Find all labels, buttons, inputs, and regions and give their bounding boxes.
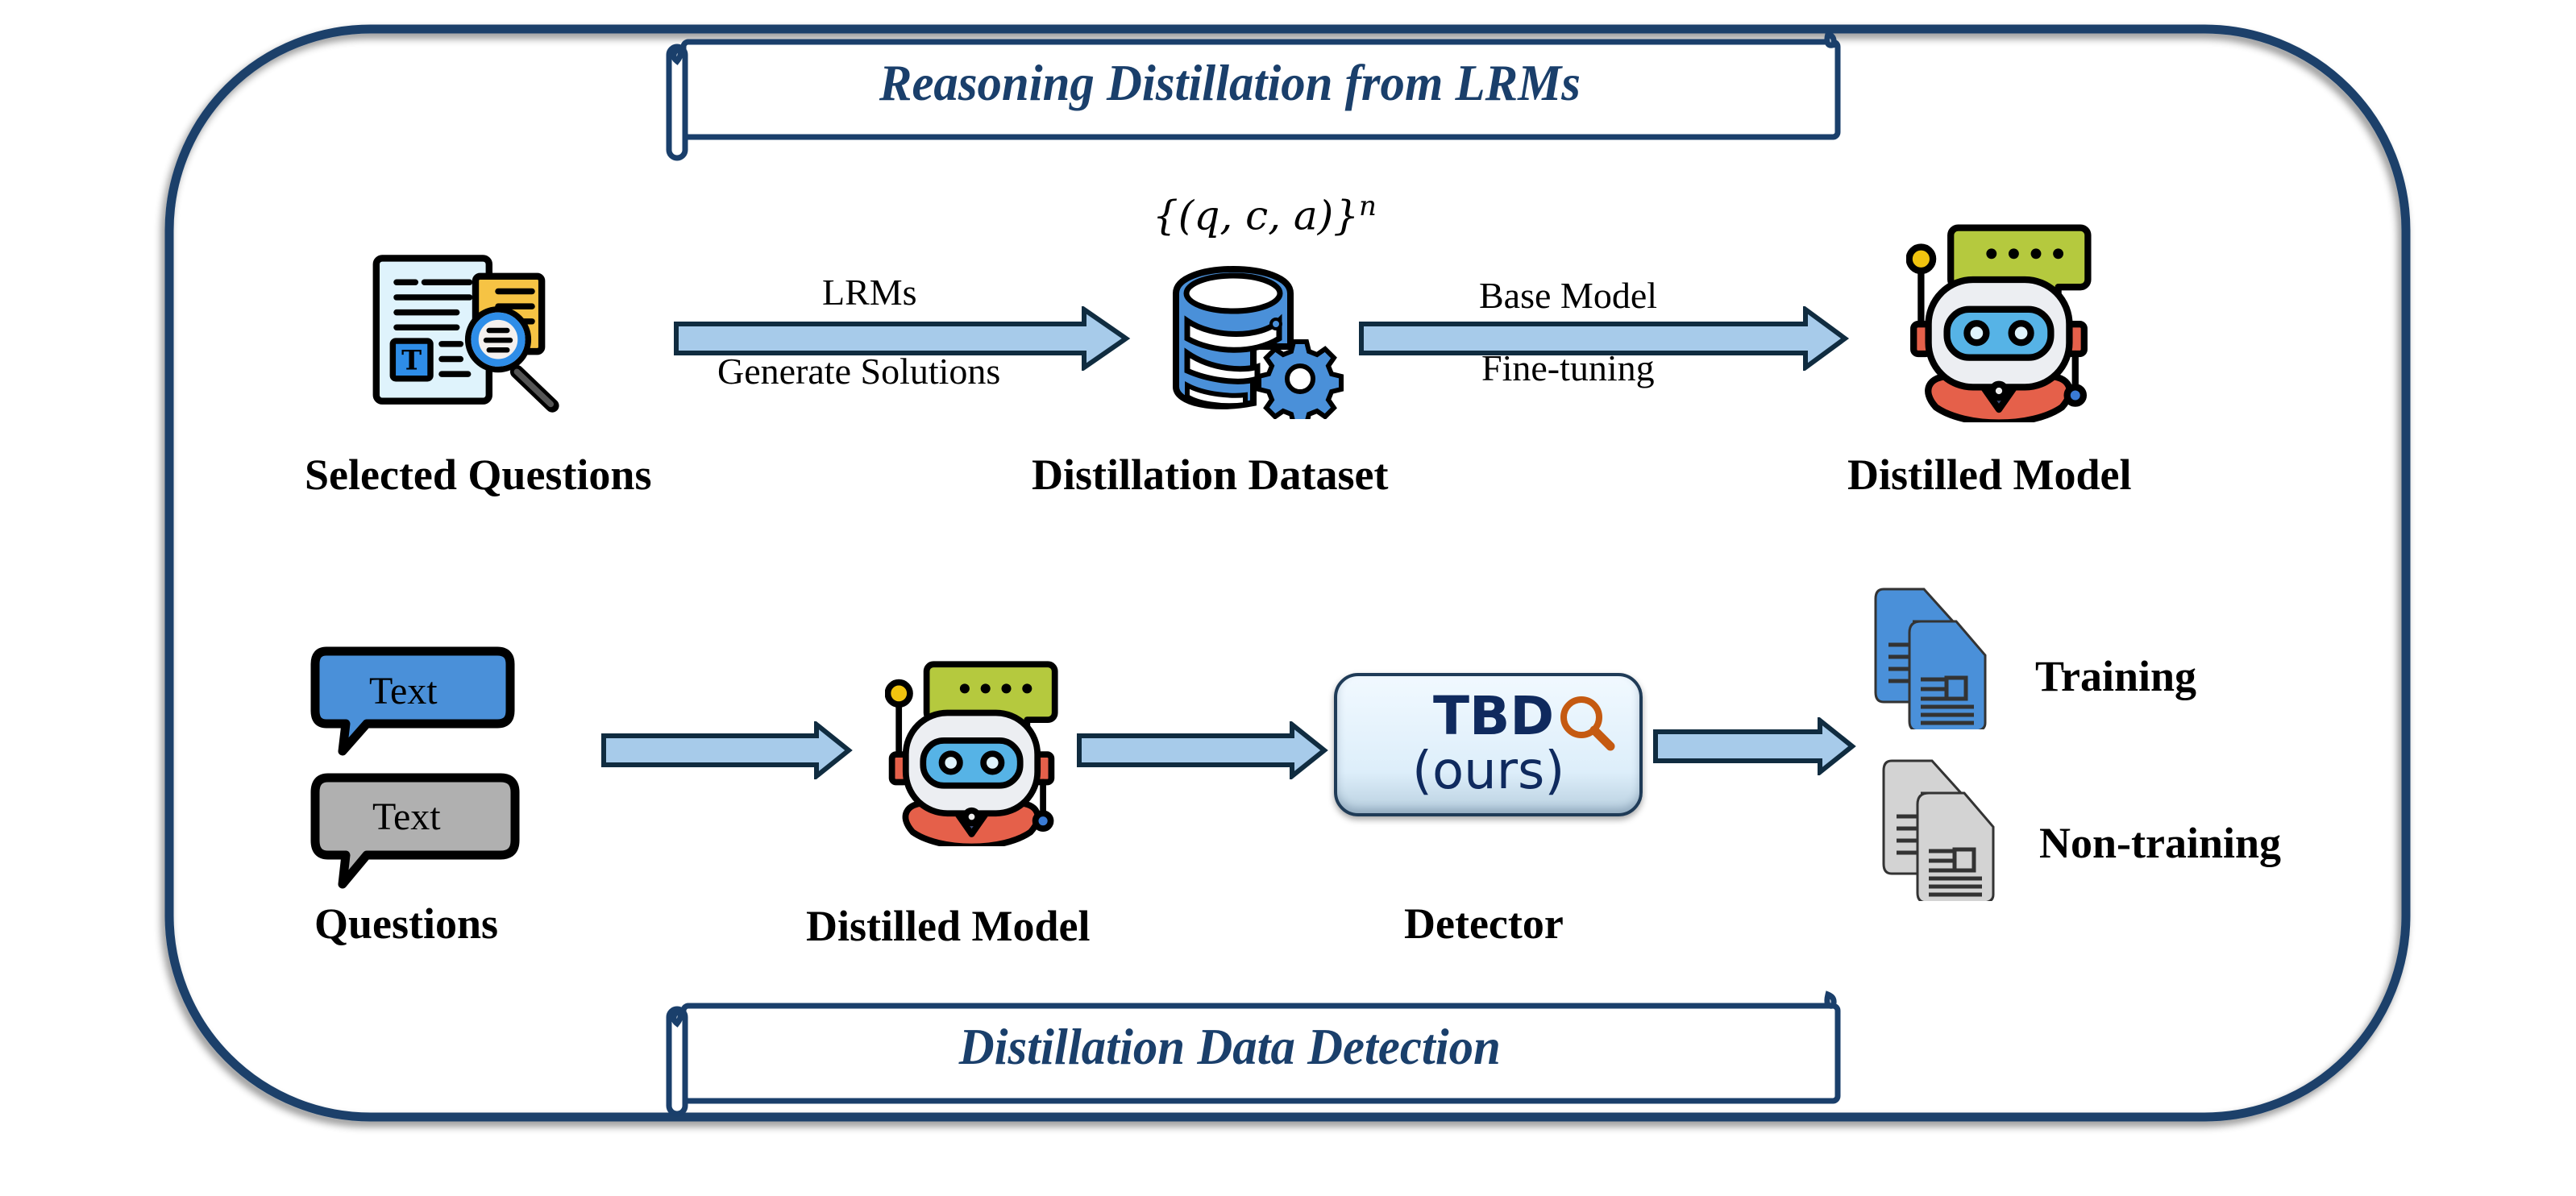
selected-questions-label: Selected Questions — [305, 451, 652, 499]
arrow-finetune-below: Fine-tuning — [1481, 347, 1655, 388]
tbd-subtitle: (ours) — [1412, 741, 1565, 801]
arrow-model-to-detector — [1077, 721, 1328, 779]
question-bubble-text-2: Text — [372, 795, 441, 838]
database-gear-icon — [1173, 266, 1344, 419]
distilled-model-label-top: Distilled Model — [1847, 451, 2132, 499]
question-bubble-blue — [310, 646, 515, 756]
training-label: Training — [2035, 652, 2197, 700]
formula-superscript: n — [1359, 190, 1377, 222]
svg-text:T: T — [401, 344, 422, 376]
distillation-dataset-label: Distillation Dataset — [1032, 451, 1389, 499]
tbd-title: TBD — [1433, 685, 1555, 747]
arrow-detector-to-outputs — [1653, 717, 1856, 775]
questions-label: Questions — [314, 899, 499, 948]
robot-icon — [885, 661, 1058, 846]
question-bubble-gray — [310, 773, 520, 889]
arrow-generate — [674, 306, 1131, 371]
formula-text: {(q, c, a)} — [1153, 192, 1360, 239]
magnifier-icon — [1560, 696, 1615, 751]
tbd-detector-box — [1334, 673, 1643, 816]
distilled-model-label-bottom: Distilled Model — [806, 902, 1091, 950]
document-search-icon: T — [372, 255, 559, 413]
top-banner-scroll — [666, 30, 1841, 161]
documents-icon-non-training — [1882, 759, 1995, 901]
documents-icon-training — [1874, 588, 1987, 729]
bottom-banner-scroll — [666, 990, 1841, 1117]
arrow-questions-to-model — [601, 721, 853, 779]
detector-label: Detector — [1404, 899, 1564, 948]
bottom-section-title: Distillation Data Detection — [958, 1018, 1501, 1075]
non-training-label: Non-training — [2039, 819, 2282, 867]
arrow-generate-above: LRMs — [822, 272, 917, 313]
arrow-finetune — [1359, 306, 1850, 371]
top-section-title: Reasoning Distillation from LRMs — [879, 54, 1581, 111]
arrow-finetune-above: Base Model — [1479, 275, 1658, 316]
dataset-formula: {(q, c, a)}n — [1153, 190, 1377, 239]
arrow-generate-below: Generate Solutions — [717, 351, 1001, 392]
robot-icon — [1906, 224, 2092, 422]
question-bubble-text-1: Text — [369, 670, 438, 712]
